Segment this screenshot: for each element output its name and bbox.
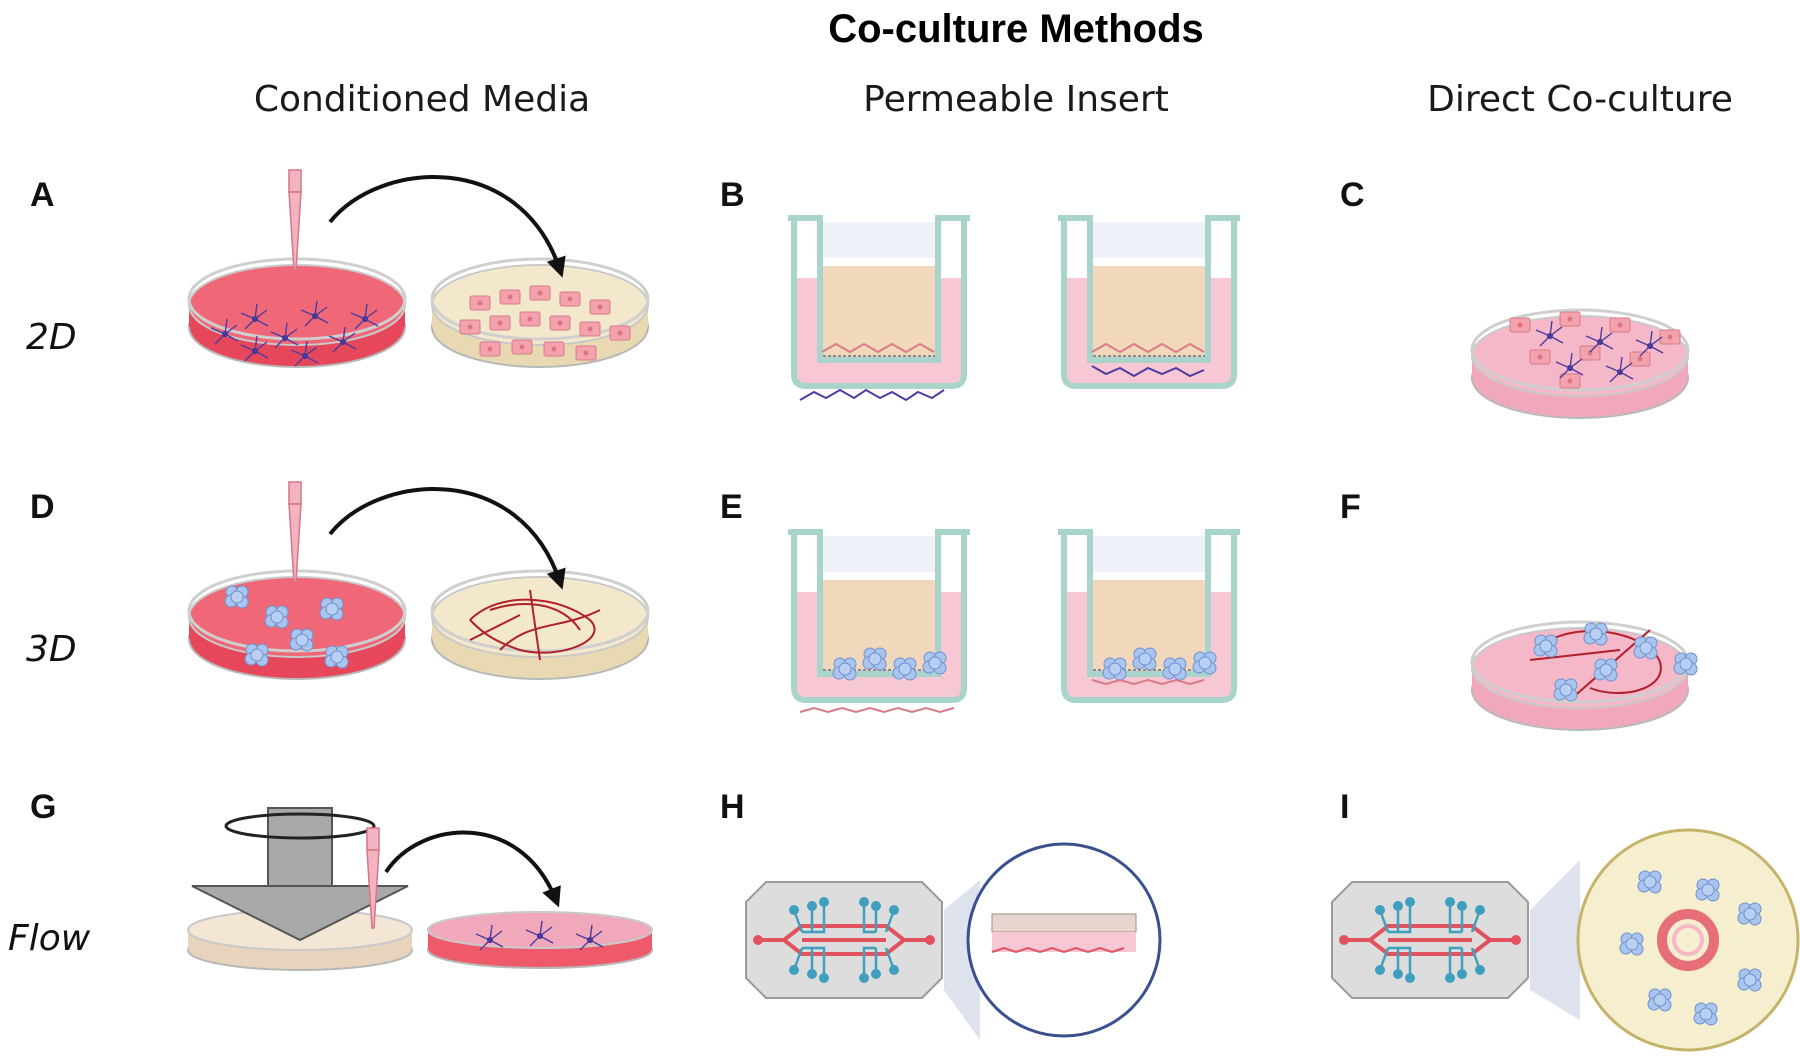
panel-label-g: G xyxy=(30,788,56,826)
panel-label-f: F xyxy=(1340,488,1361,526)
shaker-arrow-icon xyxy=(191,807,409,942)
panel-a-illustration xyxy=(187,169,650,369)
vessel-cross-section xyxy=(1657,909,1719,971)
row-label-flow: Flow xyxy=(8,918,91,959)
panel-i-illustration xyxy=(1330,828,1800,1052)
panel-label-d: D xyxy=(30,488,55,526)
row-label-3d: 3D xyxy=(26,629,77,670)
conditioned-dish-red-3d xyxy=(187,569,407,681)
direct-coculture-dish-3d xyxy=(1470,620,1690,732)
panel-f-illustration xyxy=(1470,620,1698,732)
column-header-permeable-insert: Permeable Insert xyxy=(863,79,1169,120)
transwell-insert-4 xyxy=(1058,532,1240,700)
organ-chip-h xyxy=(744,880,944,1000)
column-header-conditioned-media: Conditioned Media xyxy=(254,79,590,120)
direct-coculture-dish xyxy=(1470,308,1690,420)
row-label-2d: 2D xyxy=(26,317,77,358)
transwell-insert-3 xyxy=(788,532,970,700)
transfer-arrow-flow xyxy=(384,830,561,908)
recipient-dish-cream-3d xyxy=(430,569,650,681)
transwell-insert-2 xyxy=(1058,218,1240,386)
pipette-icon xyxy=(288,169,302,271)
panel-c-illustration xyxy=(1470,308,1690,420)
transwell-insert-1 xyxy=(788,218,970,386)
panel-label-i: I xyxy=(1340,788,1349,826)
panel-e-illustration xyxy=(788,532,1240,714)
pipette-icon-3d xyxy=(288,481,302,583)
panel-g-illustration xyxy=(187,807,653,971)
organ-chip-i xyxy=(1330,880,1530,1000)
panel-b-illustration xyxy=(788,218,1240,402)
panel-label-e: E xyxy=(720,488,743,526)
panel-label-c: C xyxy=(1340,176,1365,214)
pipette-icon-flow xyxy=(366,827,380,929)
transfer-arrow xyxy=(328,175,566,278)
transfer-arrow-3d xyxy=(328,487,566,590)
column-header-direct-co-culture: Direct Co-culture xyxy=(1427,79,1733,120)
vessel-network xyxy=(469,589,601,661)
panel-label-h: H xyxy=(720,788,745,826)
panel-h-illustration xyxy=(744,842,1162,1040)
panel-label-a: A xyxy=(30,176,55,214)
panel-d-illustration xyxy=(187,481,650,681)
flow-dish-2 xyxy=(427,911,653,969)
panel-label-b: B xyxy=(720,176,745,214)
figure-title: Co-culture Methods xyxy=(828,7,1204,51)
